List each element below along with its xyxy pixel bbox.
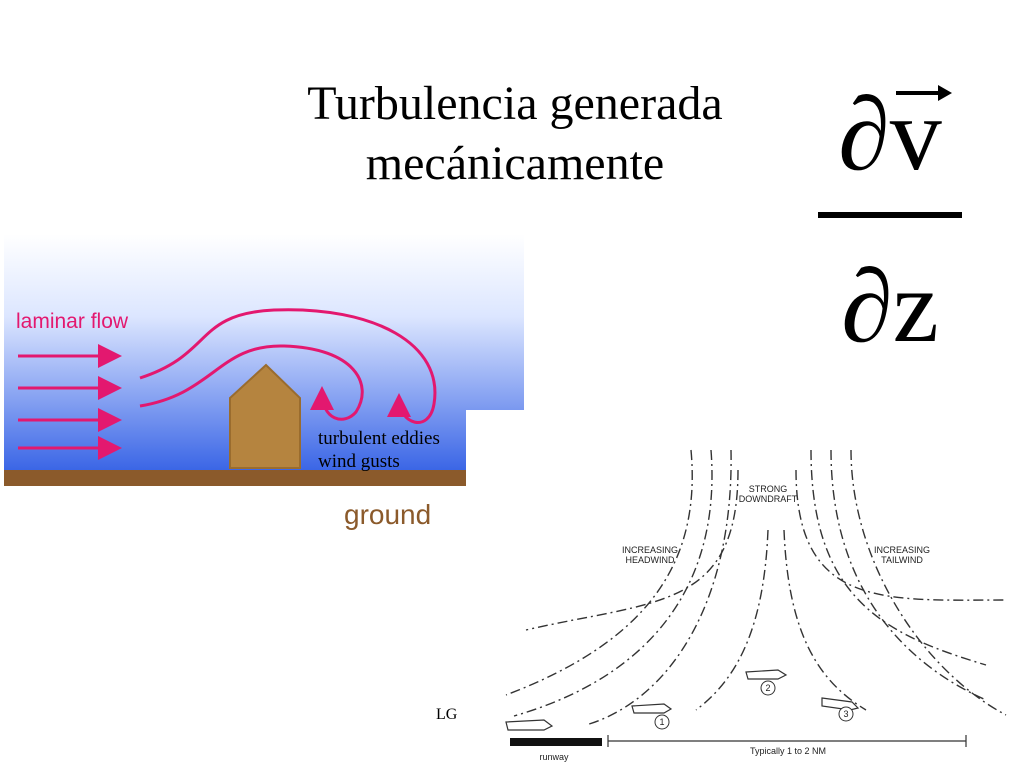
downdraft-streamline [795, 469, 1007, 601]
formula-numerator: ∂v [790, 80, 990, 190]
increasing-tailwind-label-line2: TAILWIND [881, 555, 923, 565]
title-line-2: mecánicamente [365, 137, 665, 190]
turbulent-eddies-label: turbulent eddies [318, 428, 440, 449]
strong-downdraft-label-line2: DOWNDRAFT [739, 494, 798, 504]
marker-3-label: 3 [843, 709, 848, 719]
downdraft-streamline [505, 449, 693, 696]
ground-label: ground [344, 499, 431, 530]
marker-2 [760, 680, 776, 696]
airplane-icon [821, 697, 860, 711]
marker-1-label: 1 [659, 717, 664, 727]
downdraft-streamline [695, 529, 769, 711]
downdraft-streamline [783, 529, 867, 711]
laminar-flow-label: laminar flow [16, 310, 129, 333]
marker-3 [838, 706, 854, 722]
marker-2-label: 2 [765, 683, 770, 693]
airplane-icon [745, 669, 788, 680]
downdraft-diagram: STRONG DOWNDRAFT INCREASING HEADWIND INC… [466, 410, 1016, 768]
vector-arrow-icon [896, 85, 952, 101]
footer-text: LG [436, 706, 458, 723]
airplane-icon [631, 703, 673, 714]
increasing-tailwind-label-line1: INCREASING [874, 545, 930, 555]
formula-denominator: ∂z [790, 252, 990, 362]
velocity-variable: v [889, 77, 942, 192]
marker-1 [654, 714, 670, 730]
downdraft-streamline [513, 449, 713, 717]
increasing-headwind-label-line1: INCREASING [622, 545, 678, 555]
increasing-headwind-label-line2: HEADWIND [626, 555, 675, 565]
title-line-1: Turbulencia generada [307, 77, 723, 130]
wind-gusts-label: wind gusts [318, 451, 400, 472]
runway-bar [510, 738, 602, 746]
airplane-icon [505, 719, 554, 731]
outer-flow-curve [139, 308, 437, 424]
downdraft-streamline [830, 449, 987, 701]
partial-derivative-formula: ∂v ∂z [790, 60, 990, 380]
laminar-flow-diagram: laminar flow turbulent eddies wind gusts… [4, 234, 524, 544]
downdraft-streamline [810, 449, 987, 666]
partial-symbol: ∂ [841, 249, 893, 364]
runway-label: runway [539, 752, 569, 762]
ground-strip [4, 470, 524, 486]
fraction-bar [818, 212, 962, 218]
downdraft-streamline [585, 449, 732, 726]
height-variable: z [892, 249, 939, 364]
slide-title: Turbulencia generada mecánicamente [250, 74, 780, 194]
white-band [4, 486, 524, 544]
distance-label: Typically 1 to 2 NM [750, 746, 826, 756]
partial-symbol: ∂ [838, 77, 890, 192]
downdraft-streamline [850, 449, 1007, 716]
building [229, 363, 301, 469]
downdraft-streamline [525, 469, 739, 631]
strong-downdraft-label-line1: STRONG [749, 484, 788, 494]
inner-flow-curve [139, 344, 364, 421]
